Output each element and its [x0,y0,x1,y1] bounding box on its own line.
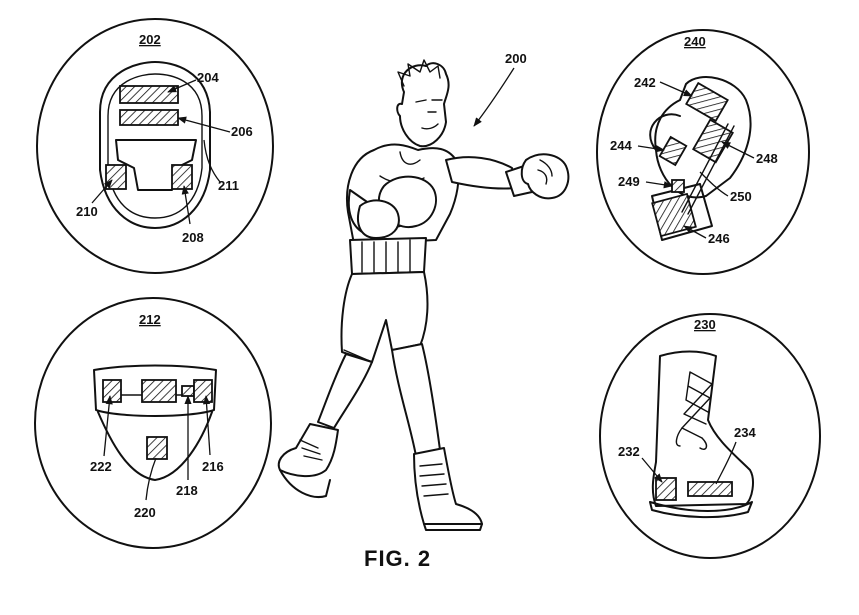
label-202: 202 [139,32,161,47]
label-250: 250 [730,189,752,204]
headgear-ellipse [36,18,274,274]
boxer-figure: 200 [277,51,570,531]
sensor-218 [181,385,195,397]
sensor-232 [655,477,677,501]
label-222: 222 [90,459,112,474]
sensor-216 [193,379,213,403]
boot-drawing [649,350,754,519]
sensor-center-212 [141,379,177,403]
groin-guard-callout: 212 222 216 218 220 [34,297,272,549]
groin-guard-drawing [93,364,217,481]
headgear-callout: 202 204 206 211 210 208 [36,18,274,274]
glove-drawing [649,76,752,241]
label-212: 212 [139,312,161,327]
sensor-222 [102,379,122,403]
label-216: 216 [202,459,224,474]
sensor-210 [105,164,127,190]
glove-callout: 240 242 244 248 249 250 246 [596,29,810,275]
label-204: 204 [197,70,219,85]
boot-ellipse [599,313,821,559]
label-208: 208 [182,230,204,245]
figure-caption: FIG. 2 [364,546,431,571]
sensor-242 [685,81,729,123]
label-210: 210 [76,204,98,219]
label-240: 240 [684,34,706,49]
sensor-246 [651,192,697,238]
headgear-drawing [99,61,211,229]
sensor-244 [658,135,688,167]
sensor-208 [171,164,193,190]
sensor-220 [146,436,168,460]
label-230: 230 [694,317,716,332]
label-248: 248 [756,151,778,166]
glove-ellipse [596,29,810,275]
label-206: 206 [231,124,253,139]
boot-callout: 230 232 234 [599,313,821,559]
sensor-234 [687,481,733,497]
label-232: 232 [618,444,640,459]
sensor-249 [671,179,685,193]
label-218: 218 [176,483,198,498]
label-242: 242 [634,75,656,90]
groin-guard-ellipse [34,297,272,549]
sensor-206 [119,109,179,126]
sensor-204 [119,85,179,104]
label-249: 249 [618,174,640,189]
label-234: 234 [734,425,756,440]
label-246: 246 [708,231,730,246]
label-211: 211 [218,178,239,193]
label-244: 244 [610,138,632,153]
label-200: 200 [505,51,527,66]
label-220: 220 [134,505,156,520]
